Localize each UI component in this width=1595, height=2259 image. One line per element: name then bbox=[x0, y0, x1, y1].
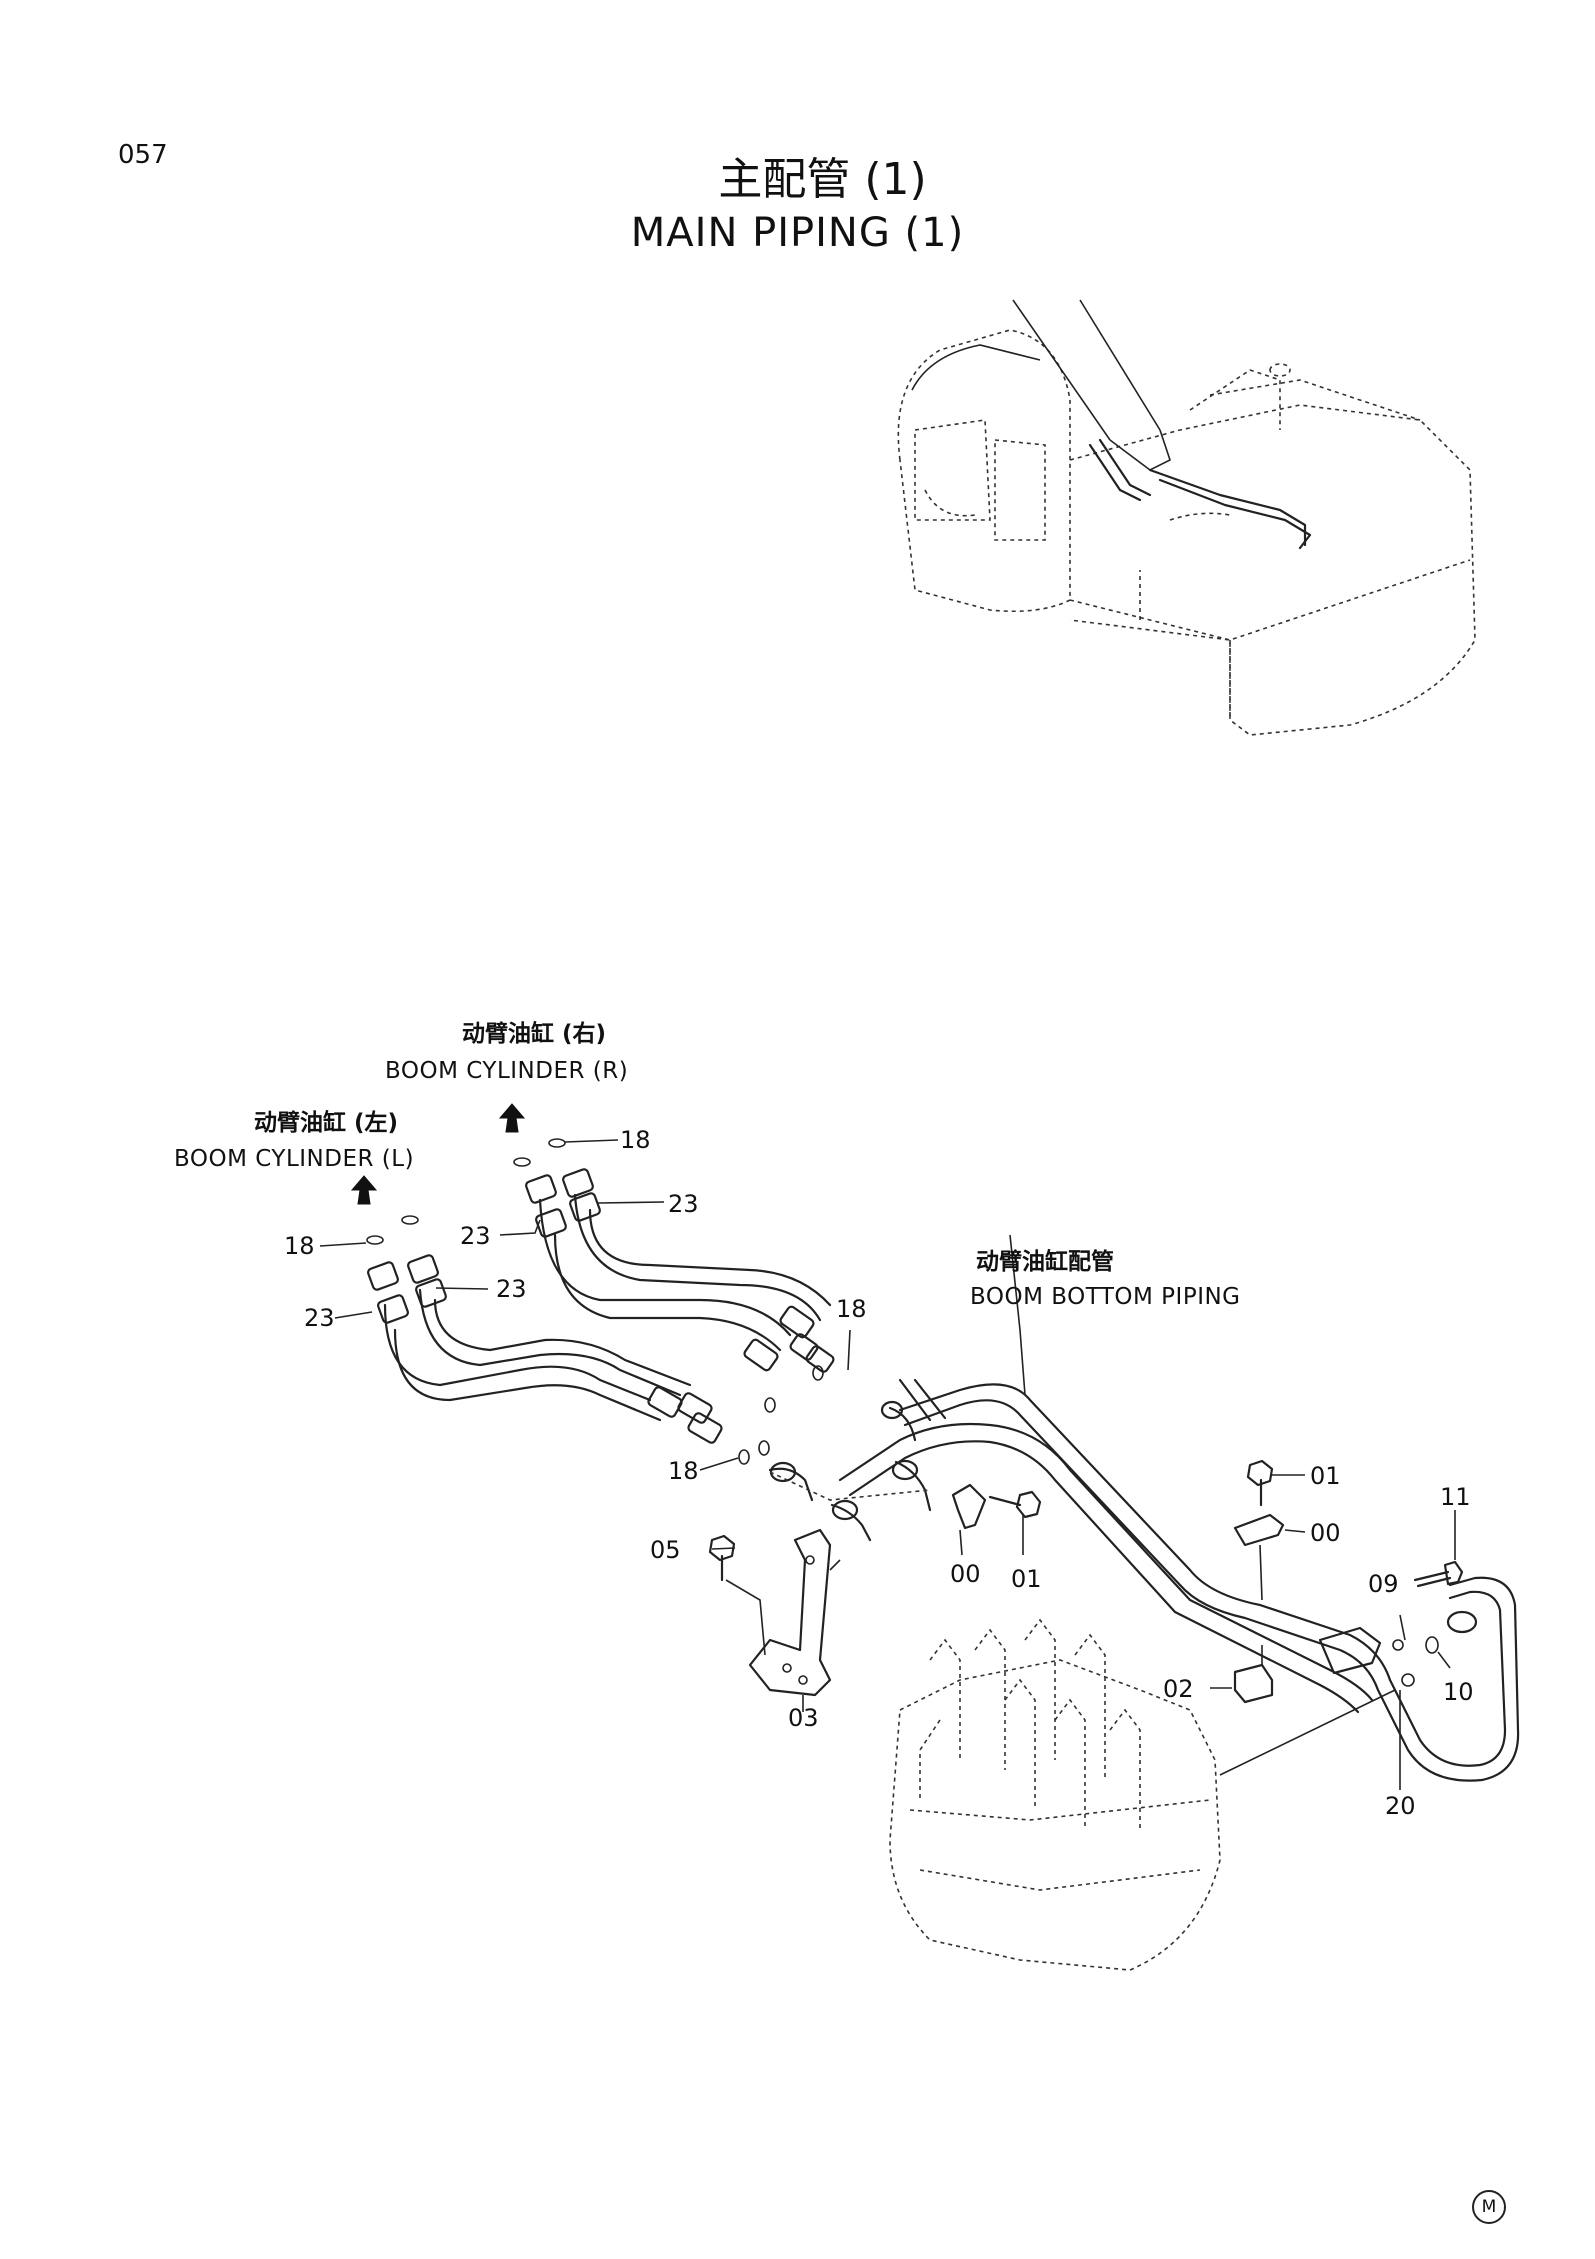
clamps-and-bolts bbox=[951, 1459, 1285, 1704]
leader-lines bbox=[319, 1139, 1456, 1790]
callout-18-top: 18 bbox=[620, 1126, 651, 1154]
bolt-11 bbox=[1413, 1560, 1464, 1588]
callout-10: 10 bbox=[1443, 1678, 1474, 1706]
page-number: 057 bbox=[118, 140, 168, 170]
arrow-boom-cylinder-r bbox=[498, 1103, 526, 1133]
callout-18-low: 18 bbox=[668, 1457, 699, 1485]
control-valve bbox=[889, 1618, 1221, 1971]
arrow-boom-cylinder-l bbox=[350, 1175, 378, 1205]
callout-18-left: 18 bbox=[284, 1232, 315, 1260]
callout-01-left: 01 bbox=[1011, 1565, 1042, 1593]
callout-00-right: 00 bbox=[1310, 1519, 1341, 1547]
callout-05: 05 bbox=[650, 1536, 681, 1564]
callout-11: 11 bbox=[1440, 1483, 1471, 1511]
boom-bottom-pipes bbox=[838, 1378, 1520, 1782]
fittings bbox=[768, 1400, 932, 1542]
callout-23-left: 23 bbox=[304, 1304, 335, 1332]
boom-cylinder-r-label: BOOM CYLINDER (R) bbox=[385, 1058, 629, 1084]
callout-03: 03 bbox=[788, 1704, 819, 1732]
title-english: MAIN PIPING (1) bbox=[630, 210, 965, 256]
boom-cylinder-l-label: BOOM CYLINDER (L) bbox=[174, 1146, 415, 1172]
excavator-overview-illustration bbox=[897, 299, 1476, 736]
callout-02: 02 bbox=[1163, 1675, 1194, 1703]
callout-23-top-right: 23 bbox=[668, 1190, 699, 1218]
manufacturer-mark: M bbox=[1472, 2190, 1506, 2224]
callout-20: 20 bbox=[1385, 1792, 1416, 1820]
callout-09: 09 bbox=[1368, 1570, 1399, 1598]
callout-01-top: 01 bbox=[1310, 1462, 1341, 1490]
boom-bottom-piping-label: BOOM BOTTOM PIPING bbox=[970, 1284, 1241, 1310]
bracket-03 bbox=[708, 1528, 841, 1697]
o-rings bbox=[366, 1138, 1439, 1654]
boom-cylinder-l-label-cn: 动臂油缸 (左) bbox=[254, 1110, 399, 1136]
boom-bottom-piping-label-cn: 动臂油缸配管 bbox=[976, 1249, 1114, 1275]
callout-23-mid: 23 bbox=[496, 1275, 527, 1303]
callout-00-left: 00 bbox=[950, 1560, 981, 1588]
hoses-left-pair bbox=[367, 1254, 723, 1444]
hoses-right-pair bbox=[525, 1168, 835, 1373]
title-chinese: 主配管 (1) bbox=[718, 154, 927, 205]
callout-18-mid: 18 bbox=[836, 1295, 867, 1323]
boom-cylinder-r-label-cn: 动臂油缸 (右) bbox=[462, 1021, 607, 1047]
callout-23-top-left: 23 bbox=[460, 1222, 491, 1250]
